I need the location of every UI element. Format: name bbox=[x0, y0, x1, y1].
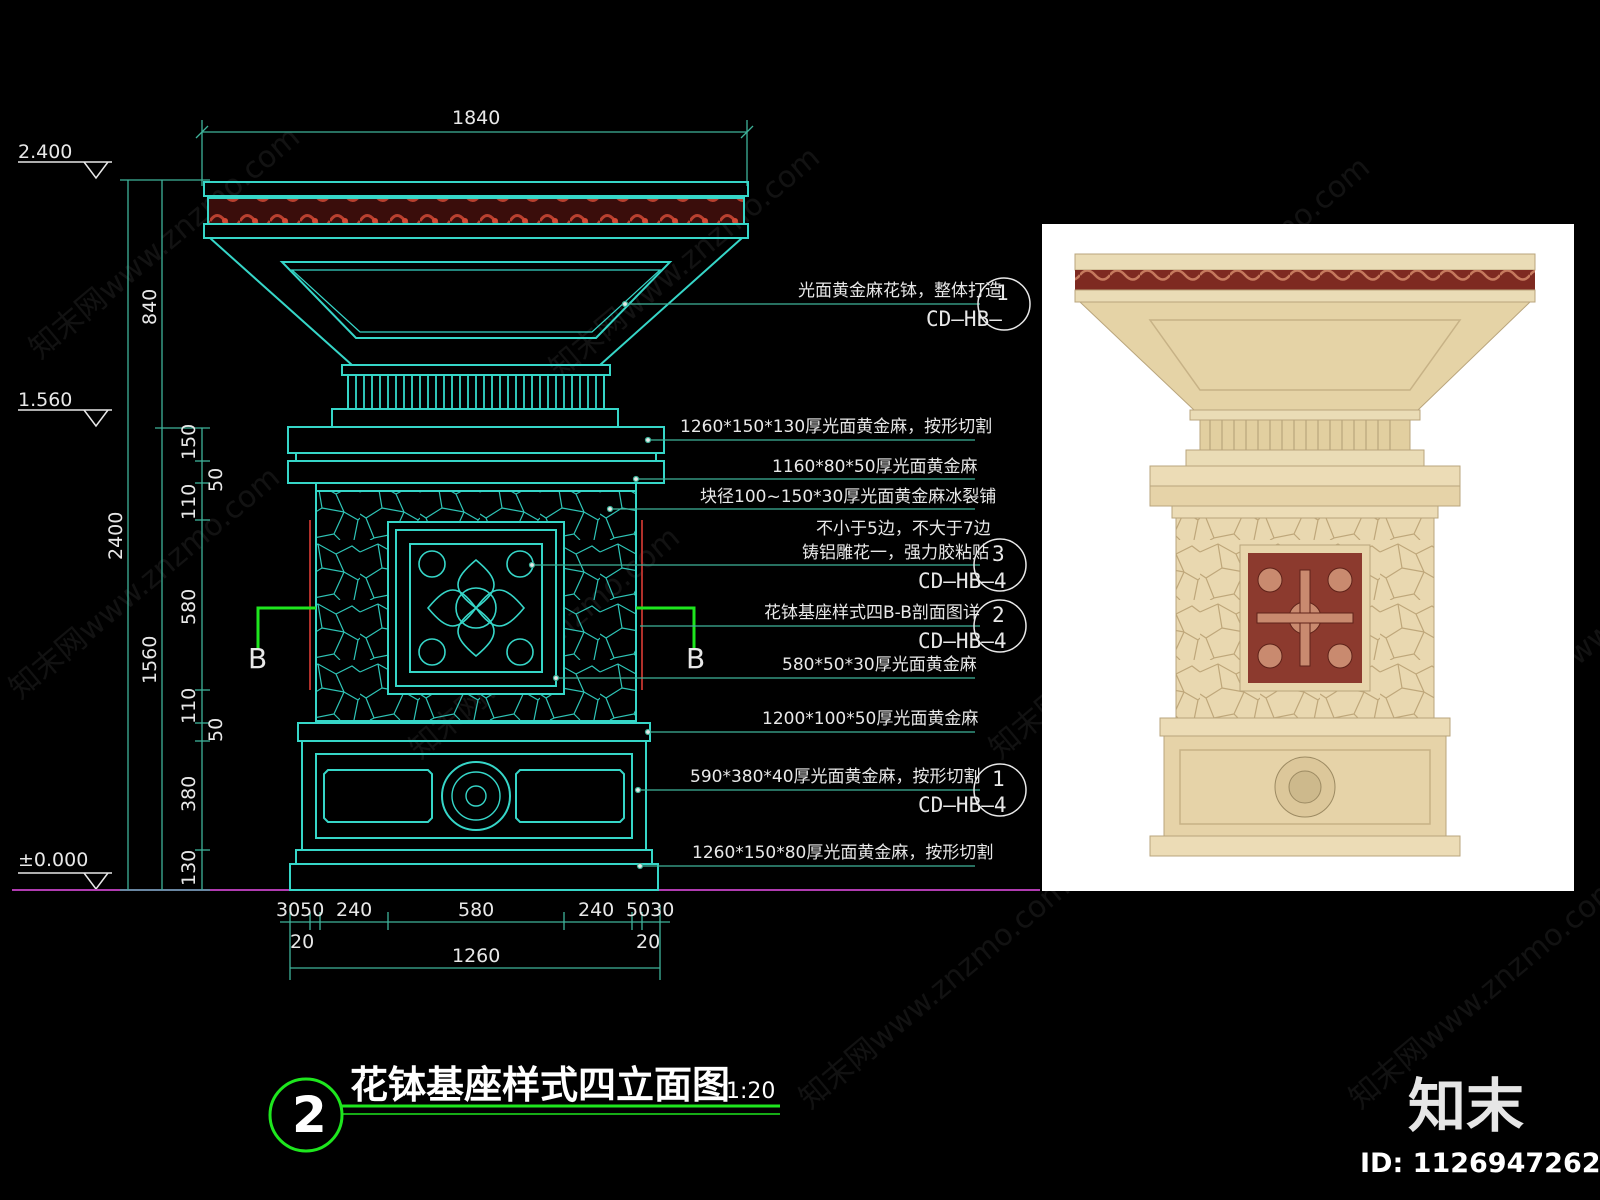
watermark: 知末网www.znzmo.com bbox=[793, 870, 1077, 1116]
dim-left-total: 2400 bbox=[105, 512, 127, 560]
image-id: ID: 1126947262 bbox=[1360, 1148, 1600, 1179]
dim-bottom-5030: 5030 bbox=[626, 899, 674, 921]
dim-bottom-240b: 240 bbox=[578, 899, 614, 921]
ref-code-1: CD—HB— bbox=[926, 307, 1002, 331]
ref-num-3: 2 bbox=[992, 603, 1005, 627]
bottom-dimension-lines bbox=[280, 905, 670, 980]
level-top: 2.400 bbox=[18, 141, 72, 163]
section-mark-right: B bbox=[686, 642, 705, 675]
drawing-scale: 1:20 bbox=[726, 1079, 775, 1104]
section-markers bbox=[256, 606, 696, 650]
level-mid: 1.560 bbox=[18, 389, 72, 411]
title-block bbox=[268, 1077, 780, 1153]
color-rendering-panel bbox=[1042, 224, 1574, 891]
ref-code-4: CD—HB—4 bbox=[918, 793, 1007, 817]
ref-num-4: 1 bbox=[992, 767, 1005, 791]
level-zero: ±0.000 bbox=[18, 849, 88, 871]
level-markers bbox=[18, 161, 112, 891]
dim-stack-110: 110 bbox=[178, 484, 200, 520]
dim-stack-50b: 50 bbox=[205, 718, 227, 742]
dim-bottom-20-right: 20 bbox=[636, 931, 660, 953]
note-frame: 580*50*30厚光面黄金麻 bbox=[782, 655, 977, 675]
ref-code-3: CD—HB—4 bbox=[918, 629, 1007, 653]
note-base-slab: 1200*100*50厚光面黄金麻 bbox=[762, 709, 978, 729]
drawing-number: 2 bbox=[292, 1086, 327, 1144]
dim-stack-380: 380 bbox=[178, 776, 200, 812]
dim-top-width: 1840 bbox=[452, 107, 500, 129]
ref-num-2: 3 bbox=[992, 542, 1005, 566]
left-dimension-lines bbox=[120, 179, 210, 891]
dim-bottom-20-left: 20 bbox=[290, 931, 314, 953]
ref-code-2: CD—HB—4 bbox=[918, 569, 1007, 593]
top-dimension bbox=[195, 120, 754, 186]
note-section-ref: 花钵基座样式四B-B剖面图详 bbox=[764, 603, 980, 623]
note-edges: 不小于5边，不大于7边 bbox=[816, 519, 991, 539]
note-plinth-bottom: 1260*150*80厚光面黄金麻，按形切割 bbox=[692, 843, 993, 863]
note-cracked-stone: 块径100~150*30厚光面黄金麻冰裂铺 bbox=[700, 487, 996, 507]
note-bowl: 光面黄金麻花钵，整体打造 bbox=[798, 281, 1002, 301]
dim-stack-50: 50 bbox=[205, 468, 227, 492]
dim-stack-110b: 110 bbox=[178, 688, 200, 724]
leader-lines bbox=[528, 300, 980, 870]
dim-stack-130: 130 bbox=[178, 850, 200, 886]
dim-bottom-240: 240 bbox=[336, 899, 372, 921]
dim-stack-150: 150 bbox=[178, 424, 200, 460]
dim-bottom-3050: 3050 bbox=[276, 899, 324, 921]
ref-num-1: 1 bbox=[996, 281, 1009, 305]
section-mark-left: B bbox=[248, 642, 267, 675]
section-strips bbox=[309, 520, 643, 690]
note-capital-top: 1260*150*130厚光面黄金麻，按形切割 bbox=[680, 417, 992, 437]
drawing-title: 花钵基座样式四立面图 bbox=[350, 1063, 730, 1107]
brand-logo: 知末 bbox=[1408, 1072, 1524, 1140]
note-cast-aluminum: 铸铝雕花一，强力胶粘贴 bbox=[802, 543, 989, 563]
dim-left-lower: 1560 bbox=[139, 636, 161, 684]
note-plinth-panel: 590*380*40厚光面黄金麻，按形切割 bbox=[690, 767, 981, 787]
note-capital-mid: 1160*80*50厚光面黄金麻 bbox=[772, 457, 978, 477]
dim-bottom-580: 580 bbox=[458, 899, 494, 921]
dim-base-width: 1260 bbox=[452, 945, 500, 967]
dim-left-upper: 840 bbox=[139, 289, 161, 325]
dim-stack-580: 580 bbox=[178, 589, 200, 625]
reference-bubbles bbox=[973, 277, 1031, 817]
cad-elevation bbox=[203, 181, 749, 891]
